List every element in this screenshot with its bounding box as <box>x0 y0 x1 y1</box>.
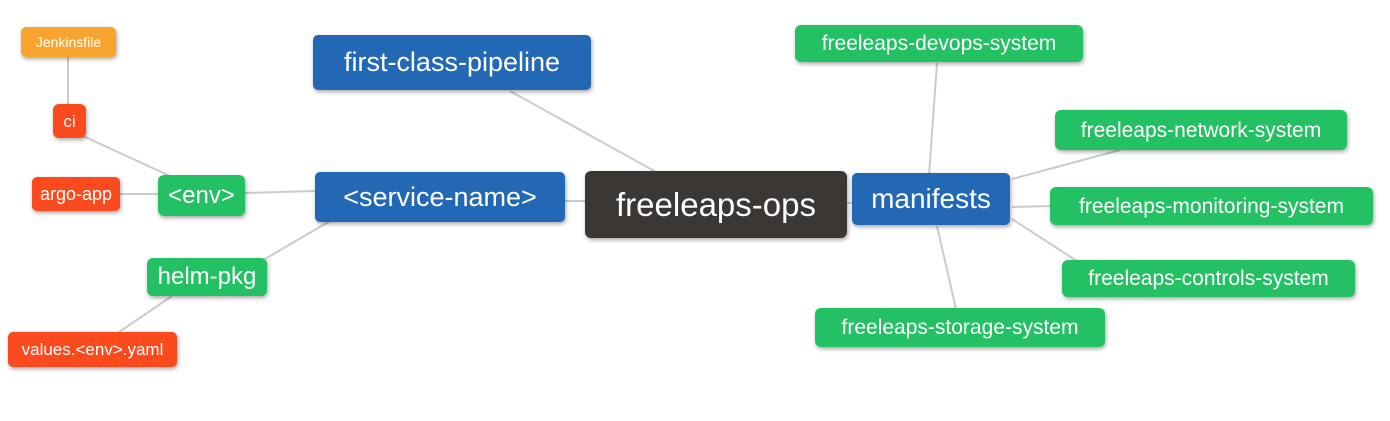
node-first-class-pipeline[interactable]: first-class-pipeline <box>313 35 591 90</box>
node-freeleaps-controls-system[interactable]: freeleaps-controls-system <box>1062 260 1355 297</box>
edge-manifests-storage <box>936 225 957 310</box>
node-values-env-yaml[interactable]: values.<env>.yaml <box>8 332 177 367</box>
edge-pipeline-freeleaps-ops <box>509 90 657 173</box>
edge-manifests-monitoring <box>1011 205 1053 208</box>
node-helm-pkg[interactable]: helm-pkg <box>147 258 267 296</box>
node-argo-app[interactable]: argo-app <box>32 177 120 211</box>
edge-manifests-network <box>1011 149 1121 180</box>
edge-values-helm-pkg <box>118 295 173 333</box>
node-freeleaps-monitoring-system[interactable]: freeleaps-monitoring-system <box>1050 187 1373 225</box>
node-freeleaps-ops-root[interactable]: freeleaps-ops <box>585 171 847 238</box>
node-env[interactable]: <env> <box>158 175 245 216</box>
node-freeleaps-storage-system[interactable]: freeleaps-storage-system <box>815 308 1105 347</box>
node-freeleaps-devops-system[interactable]: freeleaps-devops-system <box>795 25 1083 62</box>
node-freeleaps-network-system[interactable]: freeleaps-network-system <box>1055 110 1347 150</box>
node-jenkinsfile[interactable]: Jenkinsfile <box>21 27 116 57</box>
node-service-name[interactable]: <service-name> <box>315 172 565 222</box>
node-manifests[interactable]: manifests <box>852 173 1010 225</box>
edge-env-service-name <box>244 190 316 194</box>
edge-manifests-devops <box>928 62 938 176</box>
node-ci[interactable]: ci <box>53 104 86 138</box>
edge-ci-env <box>82 135 171 177</box>
edge-manifests-controls <box>1011 218 1081 264</box>
edge-helm-pkg-service-name <box>264 220 331 260</box>
